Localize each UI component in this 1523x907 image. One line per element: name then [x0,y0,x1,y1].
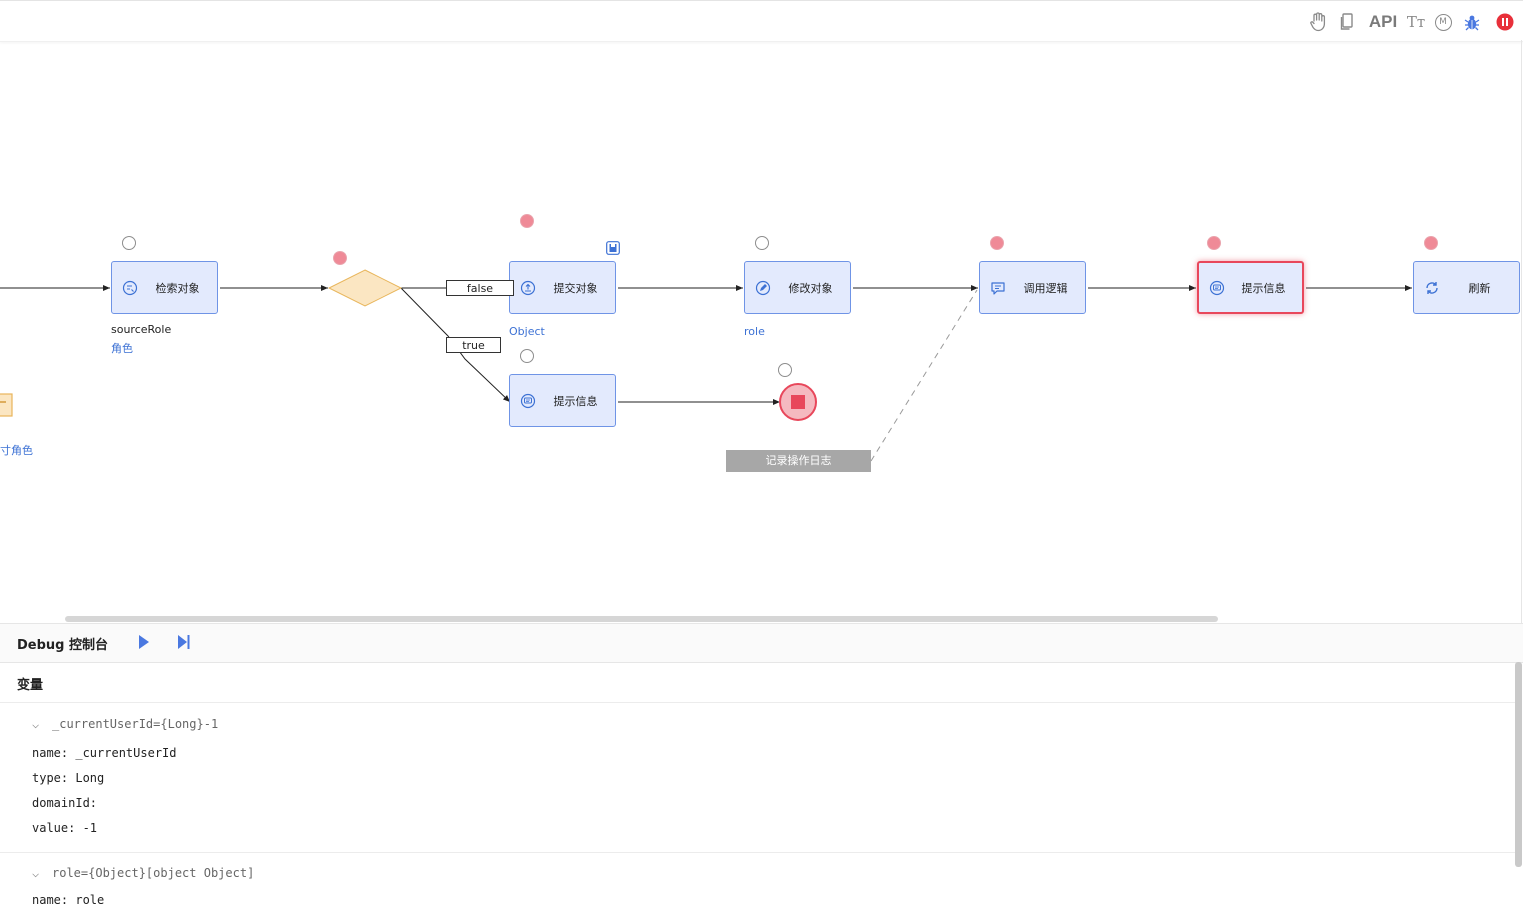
breakpoint-modify[interactable] [755,236,769,250]
node-search-object-var: sourceRole [111,323,172,336]
chat-icon [520,393,536,408]
upload-icon [520,280,536,295]
search-object-icon [122,280,138,295]
step-over-icon[interactable] [175,633,193,651]
node-submit-object[interactable]: 提交对象 [509,261,616,314]
edge-label-true[interactable]: true [446,337,501,353]
debug-console-header: Debug 控制台 [0,623,1523,663]
variables-title: 变量 [17,678,44,693]
node-modify-object-var: role [744,325,765,338]
node-submit-object-label: 提交对象 [553,281,598,295]
canvas-right-border [1521,40,1522,623]
variable-group-divider [0,852,1515,853]
debug-console-title: Debug 控制台 [17,638,109,653]
variable-prop: name: _currentUserId [32,746,177,760]
chat-icon [1209,280,1225,295]
breakpoint-search[interactable] [122,236,136,250]
variable-prop: type: Long [32,771,105,785]
node-submit-object-type: Object [509,325,545,338]
save-icon[interactable] [606,240,620,255]
breakpoint-prompt-true[interactable] [520,349,534,363]
m-circle-label: M [1434,13,1452,31]
breakpoint-prompt-main[interactable] [1207,236,1221,250]
node-call-logic-label: 调用逻辑 [1023,281,1068,295]
play-icon[interactable] [135,633,153,651]
variable-prop: domainId: [32,796,98,810]
partial-node-label: 寸角色 [0,444,33,457]
node-refresh[interactable]: 刷新 [1413,261,1520,314]
m-circle-icon[interactable]: M [1434,11,1452,33]
comment-note[interactable]: 记录操作日志 [726,450,871,472]
hand-icon[interactable] [1308,11,1328,33]
top-toolbar: API Tт M [0,0,1523,42]
flow-canvas[interactable]: 寸角色 检索对象 sourceRole 角色 提交对象 Object 修改对象 … [0,40,1523,623]
chevron-down-icon: ⌵ [32,866,40,880]
variables-divider [0,702,1515,703]
variable-toggle-currentuserid[interactable]: ⌵ _currentUserId={Long}-1 [32,717,218,731]
message-icon [991,281,1005,295]
breakpoint-call[interactable] [990,236,1004,250]
node-prompt-info-main-label: 提示信息 [1241,281,1286,295]
bug-icon[interactable] [1463,11,1481,33]
canvas-hscroll-thumb[interactable] [65,616,1218,622]
variable-header: role={Object}[object Object] [52,866,255,880]
breakpoint-condition[interactable] [333,251,347,265]
breakpoint-refresh[interactable] [1424,236,1438,250]
clipboard-icon[interactable] [1338,11,1356,33]
node-search-object-type: 角色 [111,342,133,355]
breakpoint-end[interactable] [778,363,792,377]
variable-prop: name: role [32,893,105,907]
flow-connections [0,269,1412,462]
breakpoint-submit[interactable] [520,214,534,228]
node-search-object-label: 检索对象 [155,281,200,295]
node-prompt-info-true-label: 提示信息 [553,394,598,408]
node-search-object[interactable]: 检索对象 [111,261,218,314]
variable-toggle-role[interactable]: ⌵ role={Object}[object Object] [32,866,254,880]
debug-vscroll-thumb[interactable] [1515,662,1522,867]
api-button[interactable]: API [1368,12,1398,31]
node-prompt-info-true[interactable]: 提示信息 [509,374,616,427]
variable-prop: value: -1 [32,821,98,835]
condition-diamond[interactable] [327,269,403,307]
variable-header: _currentUserId={Long}-1 [52,717,219,731]
node-modify-object[interactable]: 修改对象 [744,261,851,314]
node-call-logic[interactable]: 调用逻辑 [979,261,1086,314]
edit-icon [755,280,771,295]
node-refresh-label: 刷新 [1468,281,1491,295]
node-prompt-info-main[interactable]: 提示信息 [1197,261,1304,314]
edge-label-false[interactable]: false [446,280,514,296]
refresh-icon [1426,281,1438,294]
node-modify-object-label: 修改对象 [788,281,833,295]
chevron-down-icon: ⌵ [32,717,40,731]
text-size-icon[interactable]: Tт [1406,13,1426,31]
partial-node[interactable] [0,393,13,417]
pause-icon[interactable] [1495,11,1515,33]
